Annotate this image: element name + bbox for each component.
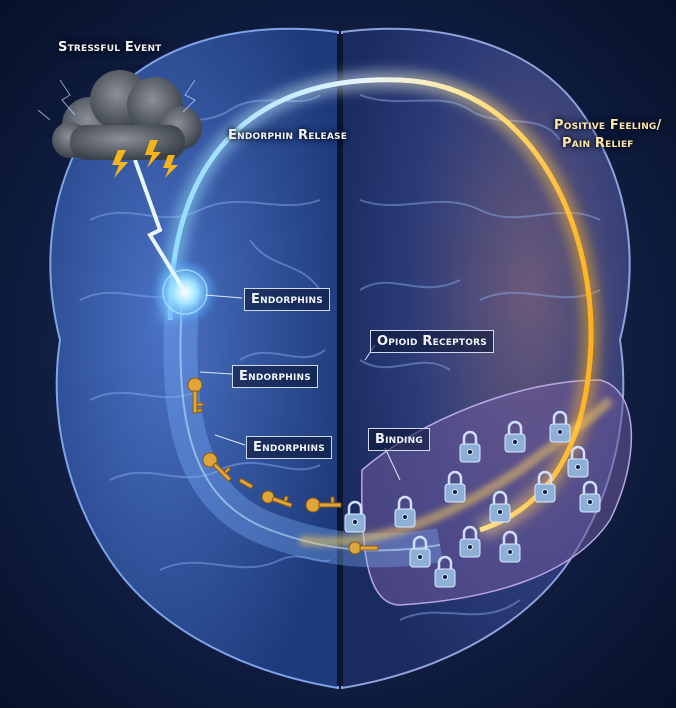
binding-glow (299, 396, 614, 547)
label-endorphins-2: Endorphins (232, 365, 318, 388)
lightning-icon (112, 140, 178, 178)
label-opioid-receptors: Opioid Receptors (370, 330, 494, 353)
storm-cloud-icon (52, 70, 202, 160)
label-endorphins-1: Endorphins (244, 288, 330, 311)
label-pain-relief: Pain Relief (562, 136, 634, 151)
padlock-icon (344, 410, 601, 588)
release-arc (167, 77, 594, 533)
label-endorphin-release: Endorphin Release (228, 128, 348, 143)
label-binding: Binding (368, 428, 430, 451)
label-stressful-event: Stressful Event (58, 40, 162, 55)
label-positive-feeling: Positive Feeling/ (554, 118, 662, 133)
lightning-beam (133, 159, 187, 294)
lightning-filaments (37, 79, 196, 121)
key-icon (187, 377, 379, 555)
left-hemisphere (49, 27, 339, 690)
callout-lines (199, 294, 401, 481)
neural-pathway-edge (179, 299, 441, 552)
label-endorphins-3: Endorphins (246, 436, 332, 459)
